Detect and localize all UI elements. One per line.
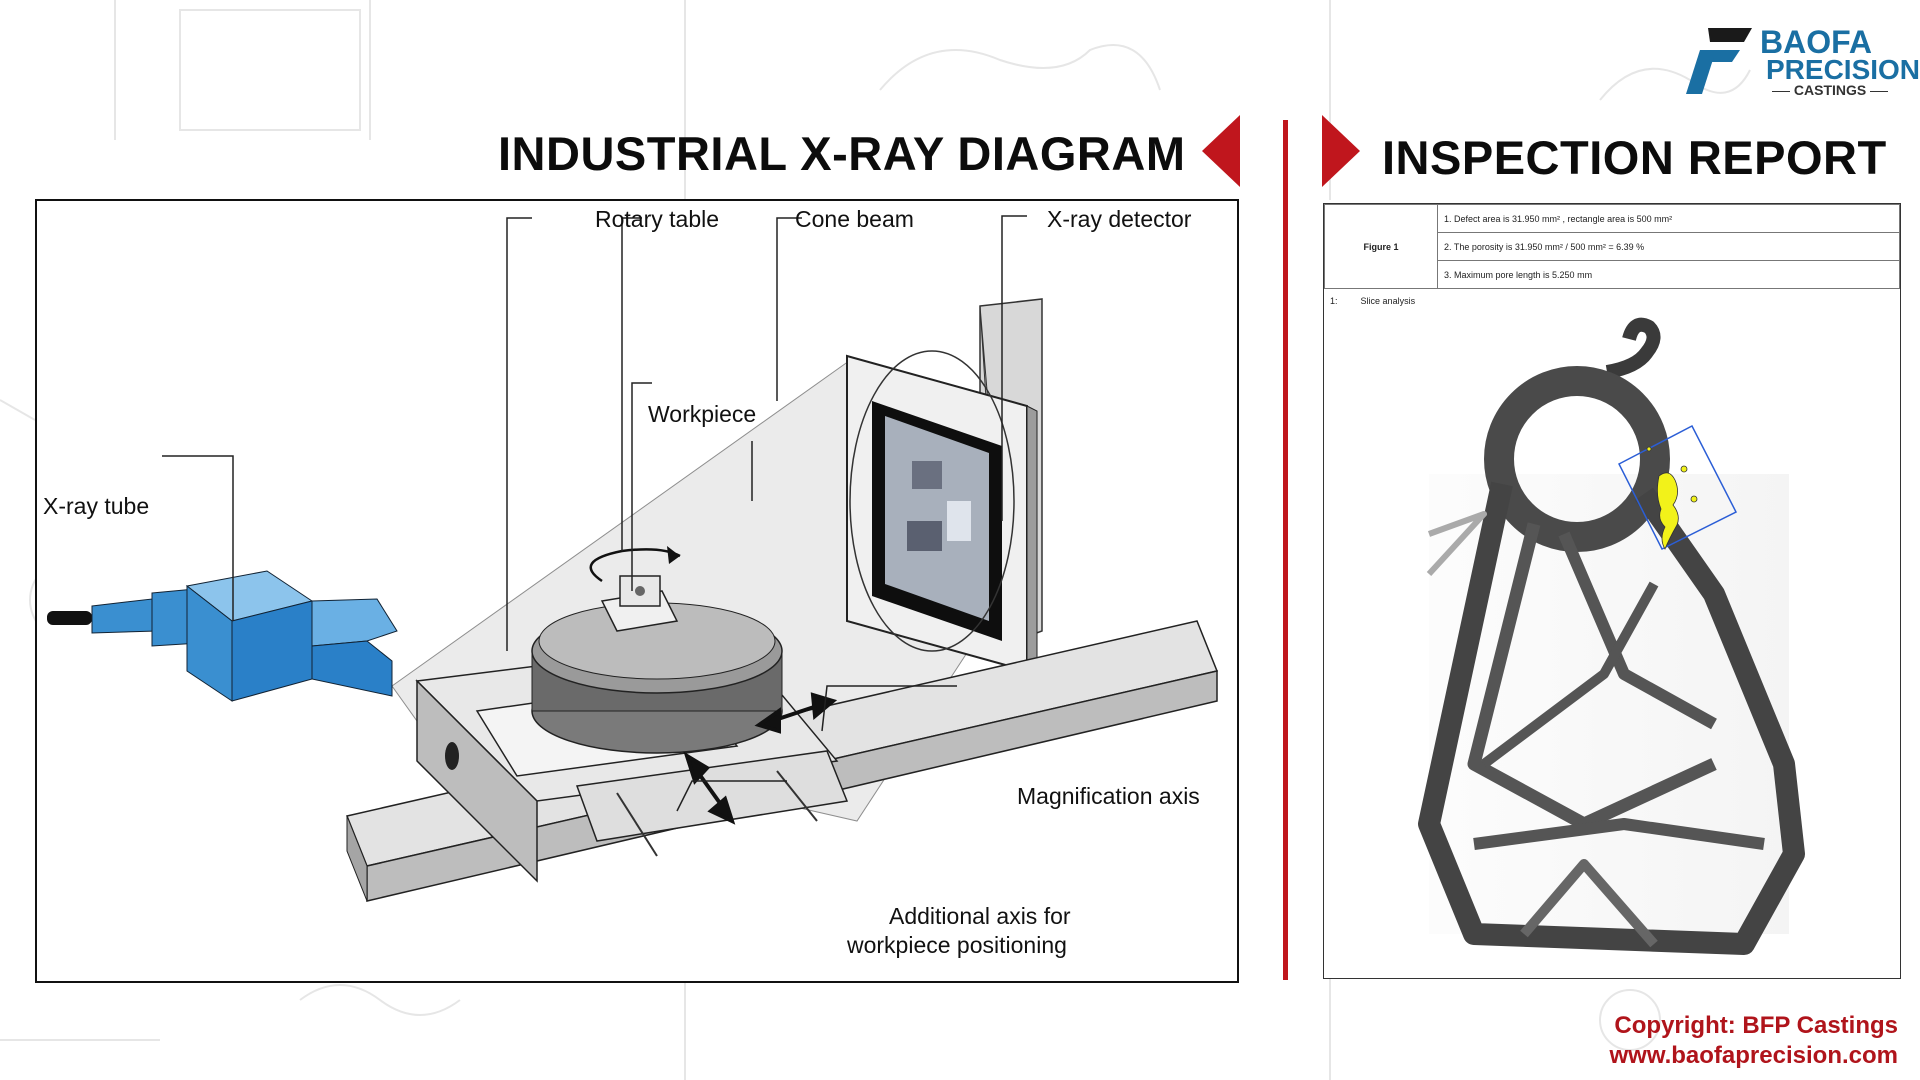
report-heading: INSPECTION REPORT (1382, 131, 1887, 184)
label-magnification-axis: Magnification axis (1017, 783, 1200, 809)
brand-logo: BAOFA PRECISION CASTINGS (1678, 22, 1920, 102)
label-additional-axis-line-2: workpiece positioning (847, 932, 1067, 958)
left-pointer-icon (1202, 115, 1240, 187)
report-summary-table: Figure 1 1. Defect area is 31.950 mm² , … (1324, 204, 1900, 289)
figure-label: Figure 1 (1324, 204, 1438, 289)
section-divider (1283, 120, 1288, 980)
xray-system-illustration (47, 215, 1219, 902)
label-xray-tube: X-ray tube (43, 493, 150, 519)
label-additional-axis-line-1: Additional axis for (889, 903, 1071, 929)
logo-line-2: PRECISION (1766, 54, 1920, 85)
label-xray-detector: X-ray detector (1047, 206, 1192, 232)
report-note-3: 3. Maximum pore length is 5.250 mm (1437, 260, 1900, 289)
label-rotary-table: Rotary table (595, 206, 720, 232)
copyright-line-1: Copyright: BFP Castings (1614, 1012, 1898, 1039)
report-note-1: 1. Defect area is 31.950 mm² , rectangle… (1437, 204, 1900, 233)
slice-analysis-heading: 1: Slice analysis (1330, 296, 1415, 306)
logo-line-1: BAOFA (1760, 24, 1872, 60)
brand-logo-mark-icon (1686, 28, 1752, 94)
right-pointer-icon (1322, 115, 1360, 187)
section-number: 1: (1330, 296, 1338, 306)
xray-diagram-panel: Rotary table Cone beam X-ray detector Wo… (35, 199, 1239, 983)
label-workpiece: Workpiece (648, 401, 757, 427)
logo-line-3: CASTINGS (1772, 82, 1889, 98)
diagram-heading: INDUSTRIAL X-RAY DIAGRAM (498, 127, 1186, 180)
inspection-report-panel: Figure 1 1. Defect area is 31.950 mm² , … (1323, 203, 1901, 979)
copyright-line-2: www.baofaprecision.com (1609, 1042, 1898, 1069)
section-title: Slice analysis (1360, 296, 1416, 306)
label-cone-beam: Cone beam (795, 206, 914, 232)
ct-slice-image (1418, 317, 1805, 955)
logo-line-3-text: CASTINGS (1793, 82, 1867, 98)
